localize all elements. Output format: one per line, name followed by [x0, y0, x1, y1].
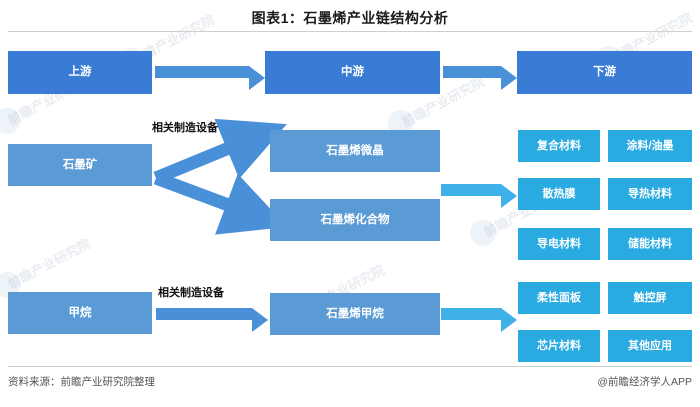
node-graphene-microcrystal[interactable]: 石墨烯微晶	[270, 130, 440, 172]
leaf-energy-storage-material[interactable]: 储能材料	[608, 228, 692, 260]
node-graphite-ore[interactable]: 石墨矿	[8, 144, 152, 186]
node-methane[interactable]: 甲烷	[8, 292, 152, 334]
footer-divider	[8, 366, 692, 367]
leaf-chip-material[interactable]: 芯片材料	[518, 330, 600, 362]
leaf-touch-screen[interactable]: 触控屏	[608, 282, 692, 314]
tier-box-downstream[interactable]: 下游	[517, 51, 692, 94]
source-note: 资料来源：前瞻产业研究院整理	[8, 376, 155, 388]
watermark-logo	[470, 220, 496, 246]
brand-note: @前瞻经济学人APP	[597, 376, 692, 388]
leaf-conductive-material[interactable]: 导电材料	[518, 228, 600, 260]
leaf-heat-dissipation-film[interactable]: 散热膜	[518, 178, 600, 210]
page-title: 图表1：石墨烯产业链结构分析	[251, 10, 449, 26]
edge-label-methane-equipment: 相关制造设备	[158, 287, 224, 299]
leaf-coating-ink[interactable]: 涂料/油墨	[608, 130, 692, 162]
title-divider	[8, 31, 692, 32]
node-graphene-methane[interactable]: 石墨烯甲烷	[270, 293, 440, 335]
leaf-flexible-panel[interactable]: 柔性面板	[518, 282, 600, 314]
tier-box-midstream[interactable]: 中游	[265, 51, 440, 94]
watermark-logo	[0, 108, 20, 134]
edge-label-graphite-equipment: 相关制造设备	[152, 122, 218, 134]
tier-box-upstream[interactable]: 上游	[8, 51, 152, 94]
leaf-other-applications[interactable]: 其他应用	[608, 330, 692, 362]
node-graphene-compound[interactable]: 石墨烯化合物	[270, 199, 440, 241]
watermark-text: 前瞻产业研究院	[5, 235, 93, 292]
leaf-composite-material[interactable]: 复合材料	[518, 130, 600, 162]
leaf-thermal-conductive-material[interactable]: 导热材料	[608, 178, 692, 210]
